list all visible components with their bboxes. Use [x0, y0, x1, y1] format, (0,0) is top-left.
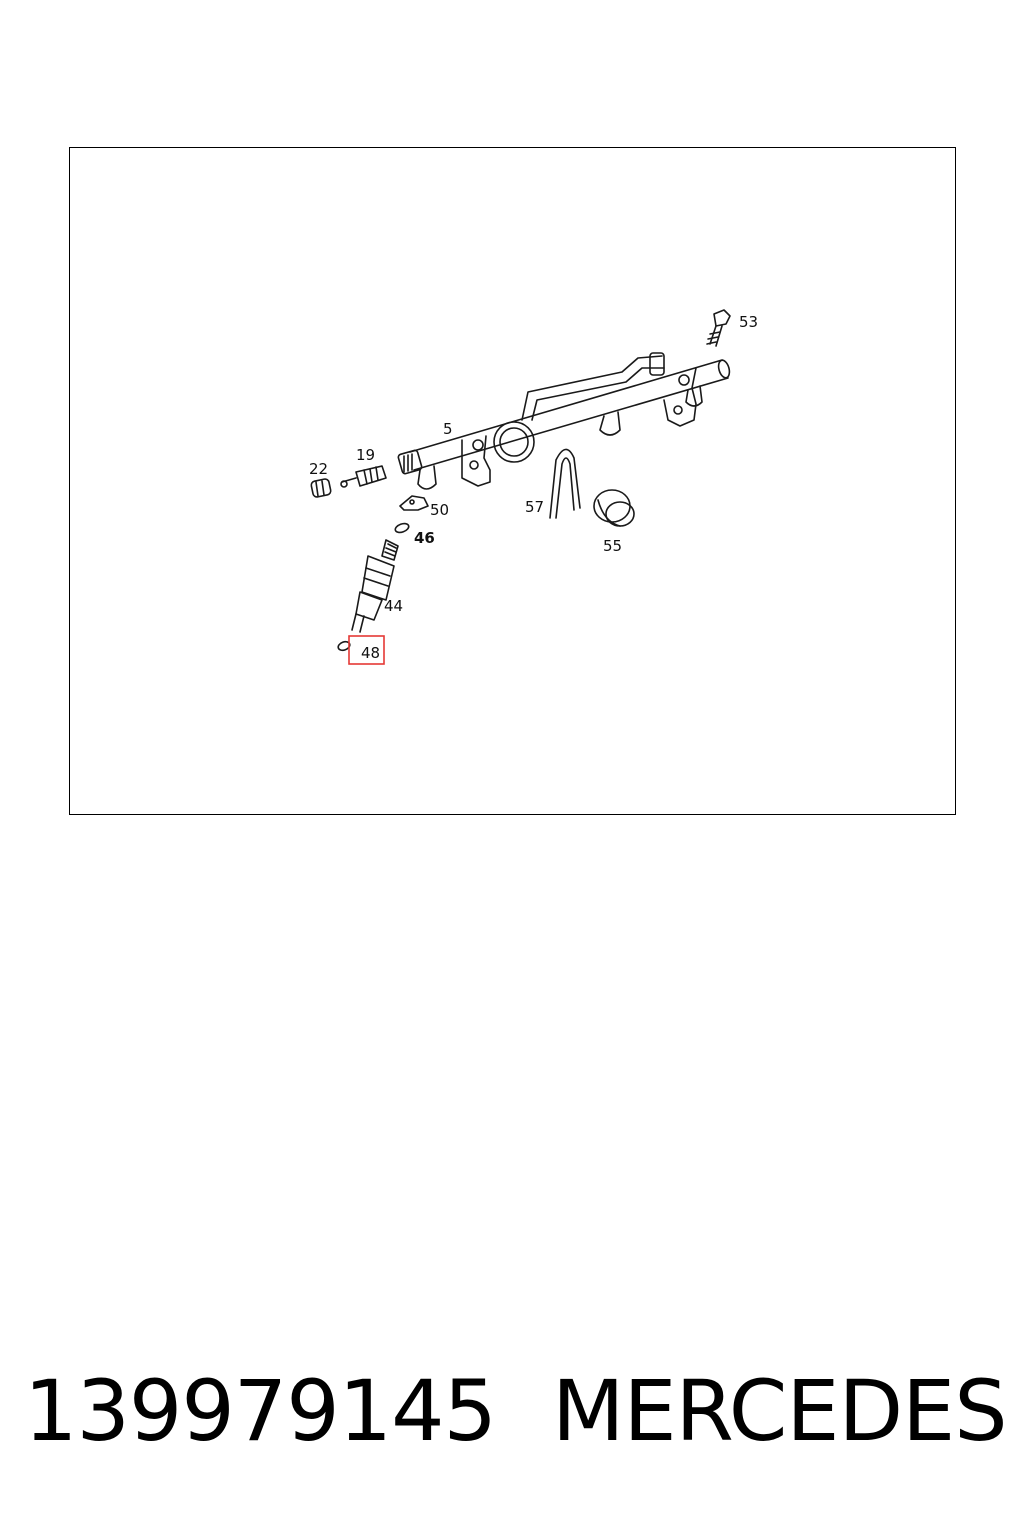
injector-part	[351, 539, 399, 633]
caption: 139979145 MERCEDES	[0, 1362, 1024, 1472]
callout-44: 44	[384, 597, 403, 615]
callout-48: 48	[361, 644, 380, 662]
callout-19: 19	[356, 446, 375, 464]
valve-part	[340, 465, 387, 488]
o-ring-upper	[394, 522, 410, 534]
bolt-part	[706, 309, 731, 347]
callout-57: 57	[525, 498, 544, 516]
parts-diagram: 53 5 19 22 50 46 57 55 44 48	[309, 309, 758, 665]
highlight-box[interactable]	[348, 635, 385, 665]
callout-50: 50	[430, 501, 449, 519]
diagram-frame	[69, 147, 956, 815]
callout-53: 53	[739, 313, 758, 331]
brand-name: MERCEDES	[552, 1362, 1008, 1460]
callout-55: 55	[603, 537, 622, 555]
fuel-rail	[397, 352, 731, 490]
retaining-clip-part	[549, 448, 581, 519]
damper-cap-part	[593, 489, 635, 527]
clip-part	[399, 495, 429, 511]
callout-5: 5	[443, 420, 453, 438]
callout-46: 46	[414, 529, 435, 547]
part-number: 139979145	[24, 1362, 497, 1460]
callout-22: 22	[309, 460, 328, 478]
cap-part	[310, 478, 332, 498]
